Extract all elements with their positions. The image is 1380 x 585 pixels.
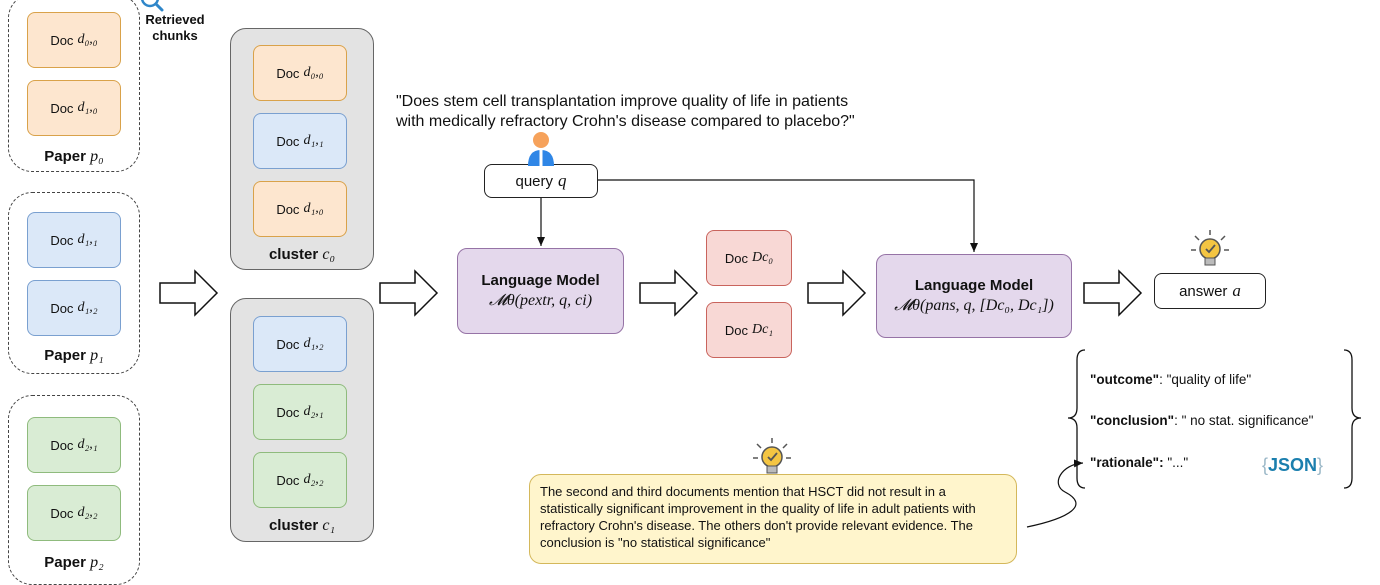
- block-arrow: [807, 269, 867, 317]
- json-rationale: "rationale": "...": [1090, 455, 1189, 470]
- block-arrow: [159, 269, 219, 317]
- cluster-title: cluster c₁: [268, 517, 336, 534]
- doc-var: d₁,₁: [303, 133, 324, 148]
- block-arrow: [379, 269, 439, 317]
- doc-var: d₂,₂: [303, 472, 324, 487]
- language-model-answer: Language Model 𝓜θ(pans, q, [Dc₀, Dc₁]): [876, 254, 1072, 338]
- lightbulb-icon: [1191, 230, 1229, 266]
- right-brace: [1343, 349, 1362, 489]
- rationale-note: The second and third documents mention t…: [529, 474, 1017, 564]
- doc-var: d₀,₀: [77, 32, 98, 47]
- block-arrow: [639, 269, 699, 317]
- left-brace: [1067, 349, 1086, 489]
- paper-title: Paper p₀: [44, 148, 104, 165]
- doc-var: d₂,₁: [77, 437, 98, 452]
- doc-var: d₂,₂: [77, 505, 98, 520]
- language-model-extract: Language Model 𝓜θ(pextr, q, ci): [457, 248, 624, 334]
- connector-arrow: [1026, 459, 1084, 528]
- doc-var: d₁,₂: [303, 336, 324, 351]
- block-arrow: [1083, 269, 1143, 317]
- diagram-connectors: [140, 0, 1362, 528]
- doc-var: d₂,₁: [303, 404, 324, 419]
- paper-title: Paper p₁: [44, 347, 104, 364]
- doc-var: d₁,₀: [77, 100, 98, 115]
- paper-title: Paper p₂: [44, 554, 104, 571]
- json-conclusion: "conclusion": " no stat. significance": [1090, 413, 1314, 428]
- doc-var: d₁,₀: [303, 201, 324, 216]
- json-outcome: "outcome": "quality of life": [1090, 372, 1252, 387]
- doc-var: d₁,₂: [77, 300, 98, 315]
- search-icon: [140, 0, 164, 12]
- retrieved-chunks-label: Retrieved chunks: [145, 12, 205, 43]
- json-tag: {JSON}: [1262, 455, 1324, 475]
- user-icon: [528, 132, 554, 166]
- lightbulb-icon: [753, 438, 791, 474]
- cluster-title: cluster c₀: [268, 246, 336, 263]
- connector-arrow: [598, 179, 978, 252]
- question-text: "Does stem cell transplantation improve …: [396, 93, 855, 130]
- doc-var: d₀,₀: [303, 65, 324, 80]
- doc-var: d₁,₁: [77, 232, 98, 247]
